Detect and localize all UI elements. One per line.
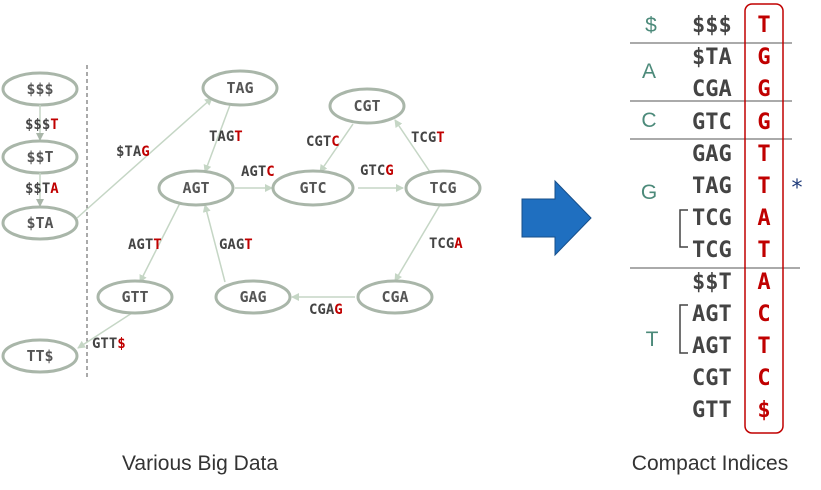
row-kmer: TCG	[692, 238, 732, 263]
node-tag	[201, 69, 279, 107]
caption-various-big-data: Various Big Data	[122, 452, 278, 475]
row-last-char: $	[757, 398, 770, 423]
graph-edge-labels: $TAG TAGT AGTC CGTC GTCG TCGT AGTT GAGT …	[92, 129, 463, 352]
edge-label-cgtc: CGTC	[306, 134, 340, 150]
row-kmer: AGT	[692, 334, 732, 359]
star-marker-icon: *	[792, 176, 803, 201]
row-last-char: G	[757, 110, 770, 135]
edge-gtt-tts	[77, 312, 133, 349]
graph-edges	[76, 97, 441, 349]
group-label-c: C	[641, 109, 656, 132]
node-cga-label: CGA	[381, 288, 408, 306]
row-last-char: T	[757, 174, 770, 199]
edge-label-tagt: TAGT	[209, 129, 243, 145]
graph-nodes: TAG CGT AGT GTC TCG GTT GAG CGA	[96, 69, 482, 315]
group-label-t: T	[646, 328, 659, 351]
caption-compact-indices: Compact Indices	[632, 452, 788, 475]
group-label-dollar: $	[645, 14, 657, 37]
node-gtt-label: GTT	[121, 288, 148, 306]
row-last-char: T	[757, 334, 770, 359]
edge-label-gtts: GTT$	[92, 336, 126, 352]
node-sta-label: $TA	[26, 214, 53, 232]
left-edge-label-2: $$TA	[25, 181, 59, 197]
row-kmer: GTT	[692, 398, 732, 423]
row-kmer: $$$	[692, 13, 732, 38]
row-kmer: GTC	[692, 110, 732, 135]
bracket-tcg	[679, 209, 688, 248]
left-edge-label-1: $$$T	[25, 117, 59, 133]
edge-label-stag: $TAG	[116, 144, 150, 160]
row-last-char: T	[757, 238, 770, 263]
edge-gag-agt	[202, 204, 226, 283]
left-chain: $$$ $$$T $$T $$TA $TA TT$	[1, 71, 79, 374]
edge-label-gagt: GAGT	[219, 237, 253, 253]
edge-tcg-cga	[394, 204, 441, 282]
node-tcg	[404, 169, 482, 207]
last-column-highlight	[744, 3, 784, 434]
compact-index-table: $ A C G T $$$ T $TA G CGA G GTC G GAG T …	[630, 3, 803, 434]
node-gtc	[271, 169, 355, 207]
node-agt	[157, 169, 235, 207]
node-tts-label: TT$	[26, 347, 53, 365]
node-agt-label: AGT	[182, 179, 209, 197]
node-cgt	[328, 87, 406, 125]
row-kmer: TCG	[692, 206, 732, 231]
row-kmer: TAG	[692, 174, 732, 199]
row-last-char: A	[757, 270, 770, 295]
row-last-char: G	[757, 77, 770, 102]
row-last-char: C	[757, 302, 770, 327]
edge-agt-gtt	[139, 202, 181, 283]
row-last-char: G	[757, 45, 770, 70]
row-last-char: T	[757, 142, 770, 167]
row-kmer: GAG	[692, 142, 732, 167]
edge-label-tcga: TCGA	[429, 236, 463, 252]
edge-label-cgag: CGAG	[309, 302, 343, 318]
row-kmer: $$T	[692, 270, 732, 295]
node-cgt-label: CGT	[353, 97, 380, 115]
node-sss-label: $$$	[26, 80, 53, 98]
node-gtt	[96, 279, 174, 315]
edge-tag-agt	[203, 104, 231, 173]
group-label-a: A	[642, 60, 656, 83]
node-sta	[1, 205, 79, 241]
row-last-char: C	[757, 366, 770, 391]
edge-sta-tag	[76, 97, 213, 219]
row-last-char: A	[757, 206, 770, 231]
edge-cgt-gtc	[319, 123, 354, 173]
edge-label-agtt: AGTT	[128, 237, 162, 253]
transform-arrow-icon	[521, 179, 592, 257]
edge-tcg-cgt	[394, 119, 431, 173]
node-tag-label: TAG	[226, 79, 253, 97]
row-last-char: T	[757, 13, 770, 38]
node-tcg-label: TCG	[429, 179, 456, 197]
edge-label-gtcg: GTCG	[360, 163, 394, 179]
row-kmer: CGT	[692, 366, 732, 391]
edge-label-tcgt: TCGT	[411, 130, 445, 146]
node-cga	[356, 279, 434, 315]
row-kmer: $TA	[692, 45, 732, 70]
node-gtc-label: GTC	[299, 179, 326, 197]
group-label-g: G	[641, 181, 657, 204]
node-tts	[1, 338, 79, 374]
node-gag-label: GAG	[239, 288, 266, 306]
node-sst-label: $$T	[26, 148, 53, 166]
node-gag	[214, 279, 292, 315]
row-kmer: CGA	[692, 77, 732, 102]
row-kmer: AGT	[692, 302, 732, 327]
bracket-agt	[679, 304, 688, 354]
edge-label-agtc: AGTC	[241, 164, 275, 180]
